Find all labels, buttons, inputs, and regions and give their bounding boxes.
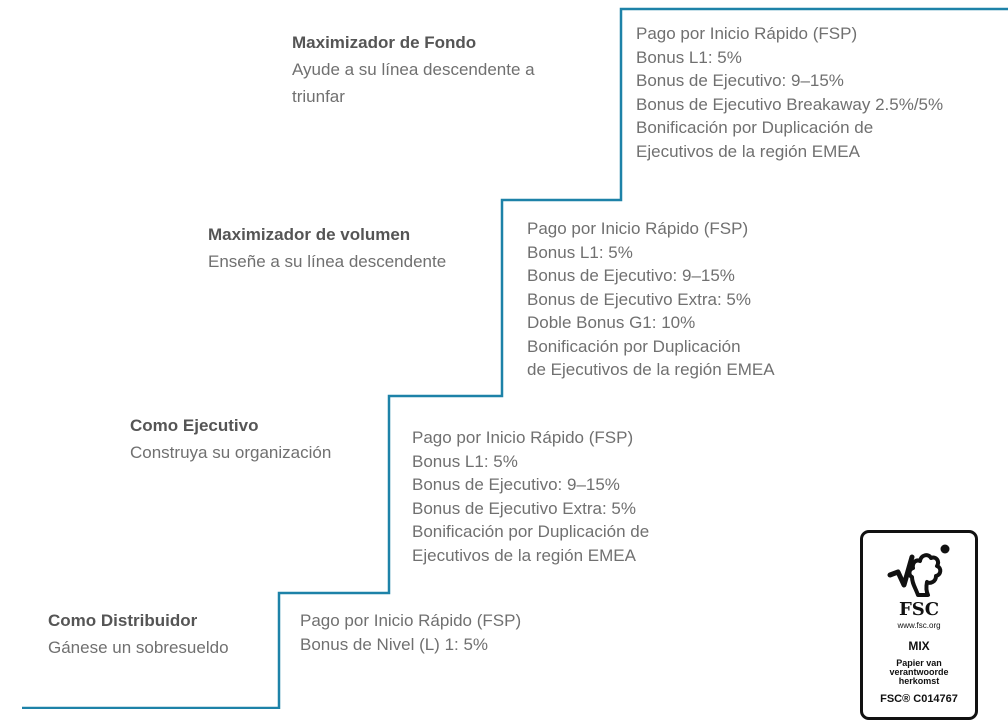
stage-subtitle: Construya su organización: [130, 443, 332, 462]
benefit-item: Bonus de Nivel (L) 1: 5%: [300, 634, 489, 654]
benefit-item: Pago por Inicio Rápido (FSP): [412, 428, 634, 447]
benefit-list: Pago por Inicio Rápido (FSP) Bonus L1: 5…: [527, 217, 775, 382]
fsc-code: FSC® C014767: [880, 693, 958, 705]
benefit-item: Bonus de Ejecutivo: 9–15%: [527, 266, 735, 285]
benefit-list: Pago por Inicio Rápido (FSP) Bonus L1: 5…: [412, 426, 649, 567]
benefit-item: Bonus L1: 5%: [636, 47, 742, 67]
benefit-item: Pago por Inicio Rápido (FSP): [636, 24, 858, 43]
benefit-item: Bonificación por Duplicación de: [636, 118, 874, 137]
stage-subtitle: Gánese un sobresueldo: [48, 638, 229, 657]
stage-title: Como Distribuidor: [48, 611, 198, 630]
benefit-item: Bonus L1: 5%: [412, 451, 518, 471]
benefit-item: Bonus de Ejecutivo Extra: 5%: [412, 498, 636, 518]
benefit-item: Ejecutivos de la región EMEA: [636, 141, 860, 161]
stage-title: Como Ejecutivo: [130, 416, 259, 435]
fsc-brand: FSC: [898, 599, 940, 620]
tree-checkmark-icon: [887, 544, 950, 597]
benefit-item: Ejecutivos de la región EMEA: [412, 545, 636, 565]
benefit-item: Bonificación por Duplicación: [527, 336, 741, 356]
stage-subtitle: Ayude a su línea descendente a: [292, 60, 535, 79]
benefit-list: Pago por Inicio Rápido (FSP) Bonus L1: 5…: [636, 22, 943, 163]
stage-fund-maximizer: Maximizador de Fondo Ayude a su línea de…: [292, 29, 535, 110]
benefit-item: Bonus L1: 5%: [527, 242, 633, 262]
benefit-item: Pago por Inicio Rápido (FSP): [300, 611, 522, 630]
stage-title: Maximizador de volumen: [208, 225, 411, 244]
benefit-item: Bonus de Ejecutivo Breakaway 2.5%/5%: [636, 94, 944, 114]
fsc-claim: Papier van verantwoorde herkomst: [889, 658, 949, 686]
benefit-item: Doble Bonus G1: 10%: [527, 313, 696, 332]
benefit-item: Bonus de Ejecutivo: 9–15%: [636, 71, 844, 90]
benefit-item: Bonus de Ejecutivo Extra: 5%: [527, 289, 751, 309]
stage-subtitle: triunfar: [292, 87, 345, 106]
benefit-item: Pago por Inicio Rápido (FSP): [527, 219, 749, 238]
fsc-label: MIX: [908, 639, 930, 653]
stage-executive: Como Ejecutivo Construya su organización: [130, 412, 331, 466]
stage-distributor: Como Distribuidor Gánese un sobresueldo: [48, 607, 229, 661]
fsc-logo: FSC www.fsc.org MIX Papier van verantwoo…: [860, 530, 978, 720]
stage-subtitle: Enseñe a su línea descendente: [208, 252, 447, 271]
fsc-url: www.fsc.org: [897, 621, 941, 630]
benefit-list: Pago por Inicio Rápido (FSP) Bonus de Ni…: [300, 609, 521, 656]
stage-title: Maximizador de Fondo: [292, 33, 477, 52]
benefit-item: Bonificación por Duplicación de: [412, 522, 650, 541]
benefit-item: de Ejecutivos de la región EMEA: [527, 360, 775, 379]
stage-volume-maximizer: Maximizador de volumen Enseñe a su línea…: [208, 221, 446, 275]
benefit-item: Bonus de Ejecutivo: 9–15%: [412, 475, 620, 494]
